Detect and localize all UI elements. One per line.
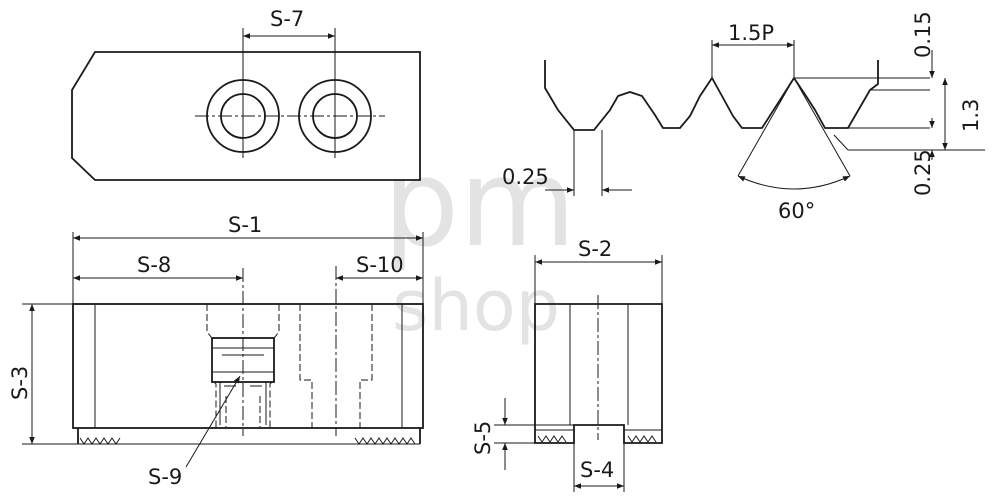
watermark-pm: pm (383, 135, 576, 274)
label-s8: S-8 (137, 253, 171, 277)
end-view: S-2 S-5 S-4 (471, 237, 663, 492)
label-s3: S-3 (8, 366, 32, 400)
label-s4: S-4 (580, 458, 614, 482)
top-view: S-7 (71, 7, 421, 181)
label-s10: S-10 (356, 253, 404, 277)
label-width: 0.25 (502, 165, 549, 189)
label-s5: S-5 (471, 421, 495, 455)
serration-detail: 1.5P 0.15 1.3 0.25 0.25 60° (502, 11, 985, 223)
label-crest: 0.15 (911, 11, 935, 58)
label-pitch: 1.5P (728, 21, 774, 45)
front-view: S-1 S-8 S-10 S-3 S-9 (8, 213, 424, 489)
label-s1: S-1 (228, 213, 262, 237)
label-s2: S-2 (578, 237, 612, 261)
label-s7: S-7 (270, 7, 304, 31)
label-root: 0.25 (911, 149, 935, 196)
label-angle: 60° (778, 199, 815, 223)
label-s9: S-9 (148, 465, 182, 489)
label-depth: 1.3 (959, 99, 983, 132)
